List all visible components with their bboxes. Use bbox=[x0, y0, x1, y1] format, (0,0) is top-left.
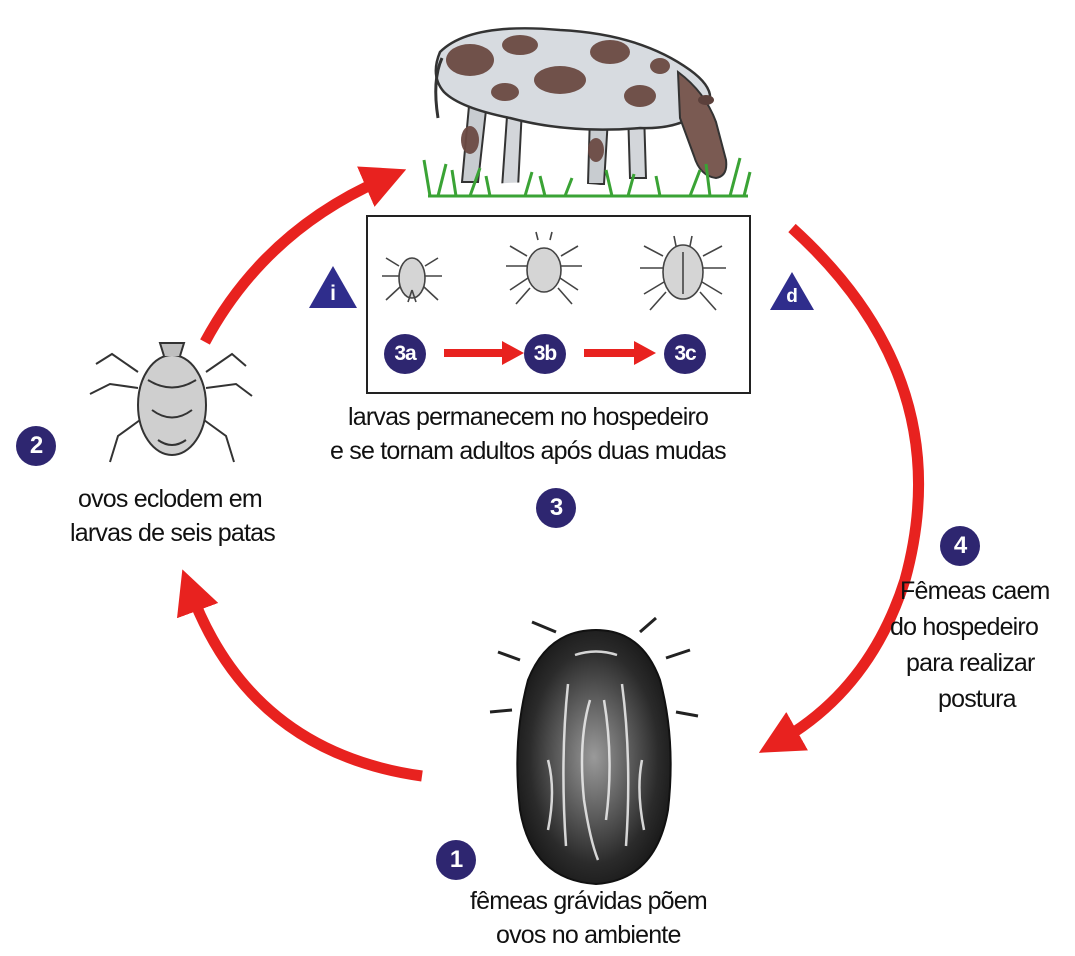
step1-text-line2: ovos no ambiente bbox=[496, 920, 681, 950]
badge-1: 1 bbox=[436, 840, 476, 880]
step4-text-line4: postura bbox=[938, 684, 1016, 714]
step2-text-line1: ovos eclodem em bbox=[78, 484, 262, 514]
badge-2: 2 bbox=[16, 426, 56, 466]
step3-text-line1: larvas permanecem no hospedeiro bbox=[348, 402, 708, 432]
badge-3: 3 bbox=[536, 488, 576, 528]
badge-4: 4 bbox=[940, 526, 980, 566]
step1-text-line1: fêmeas grávidas põem bbox=[470, 886, 707, 916]
step3-text-line2: e se tornam adultos após duas mudas bbox=[330, 436, 726, 466]
step4-text-line1: Fêmeas caem bbox=[900, 576, 1050, 606]
step4-text-line3: para realizar bbox=[906, 648, 1035, 678]
step2-text-line2: larvas de seis patas bbox=[70, 518, 275, 548]
step4-text-line2: do hospedeiro bbox=[890, 612, 1038, 642]
